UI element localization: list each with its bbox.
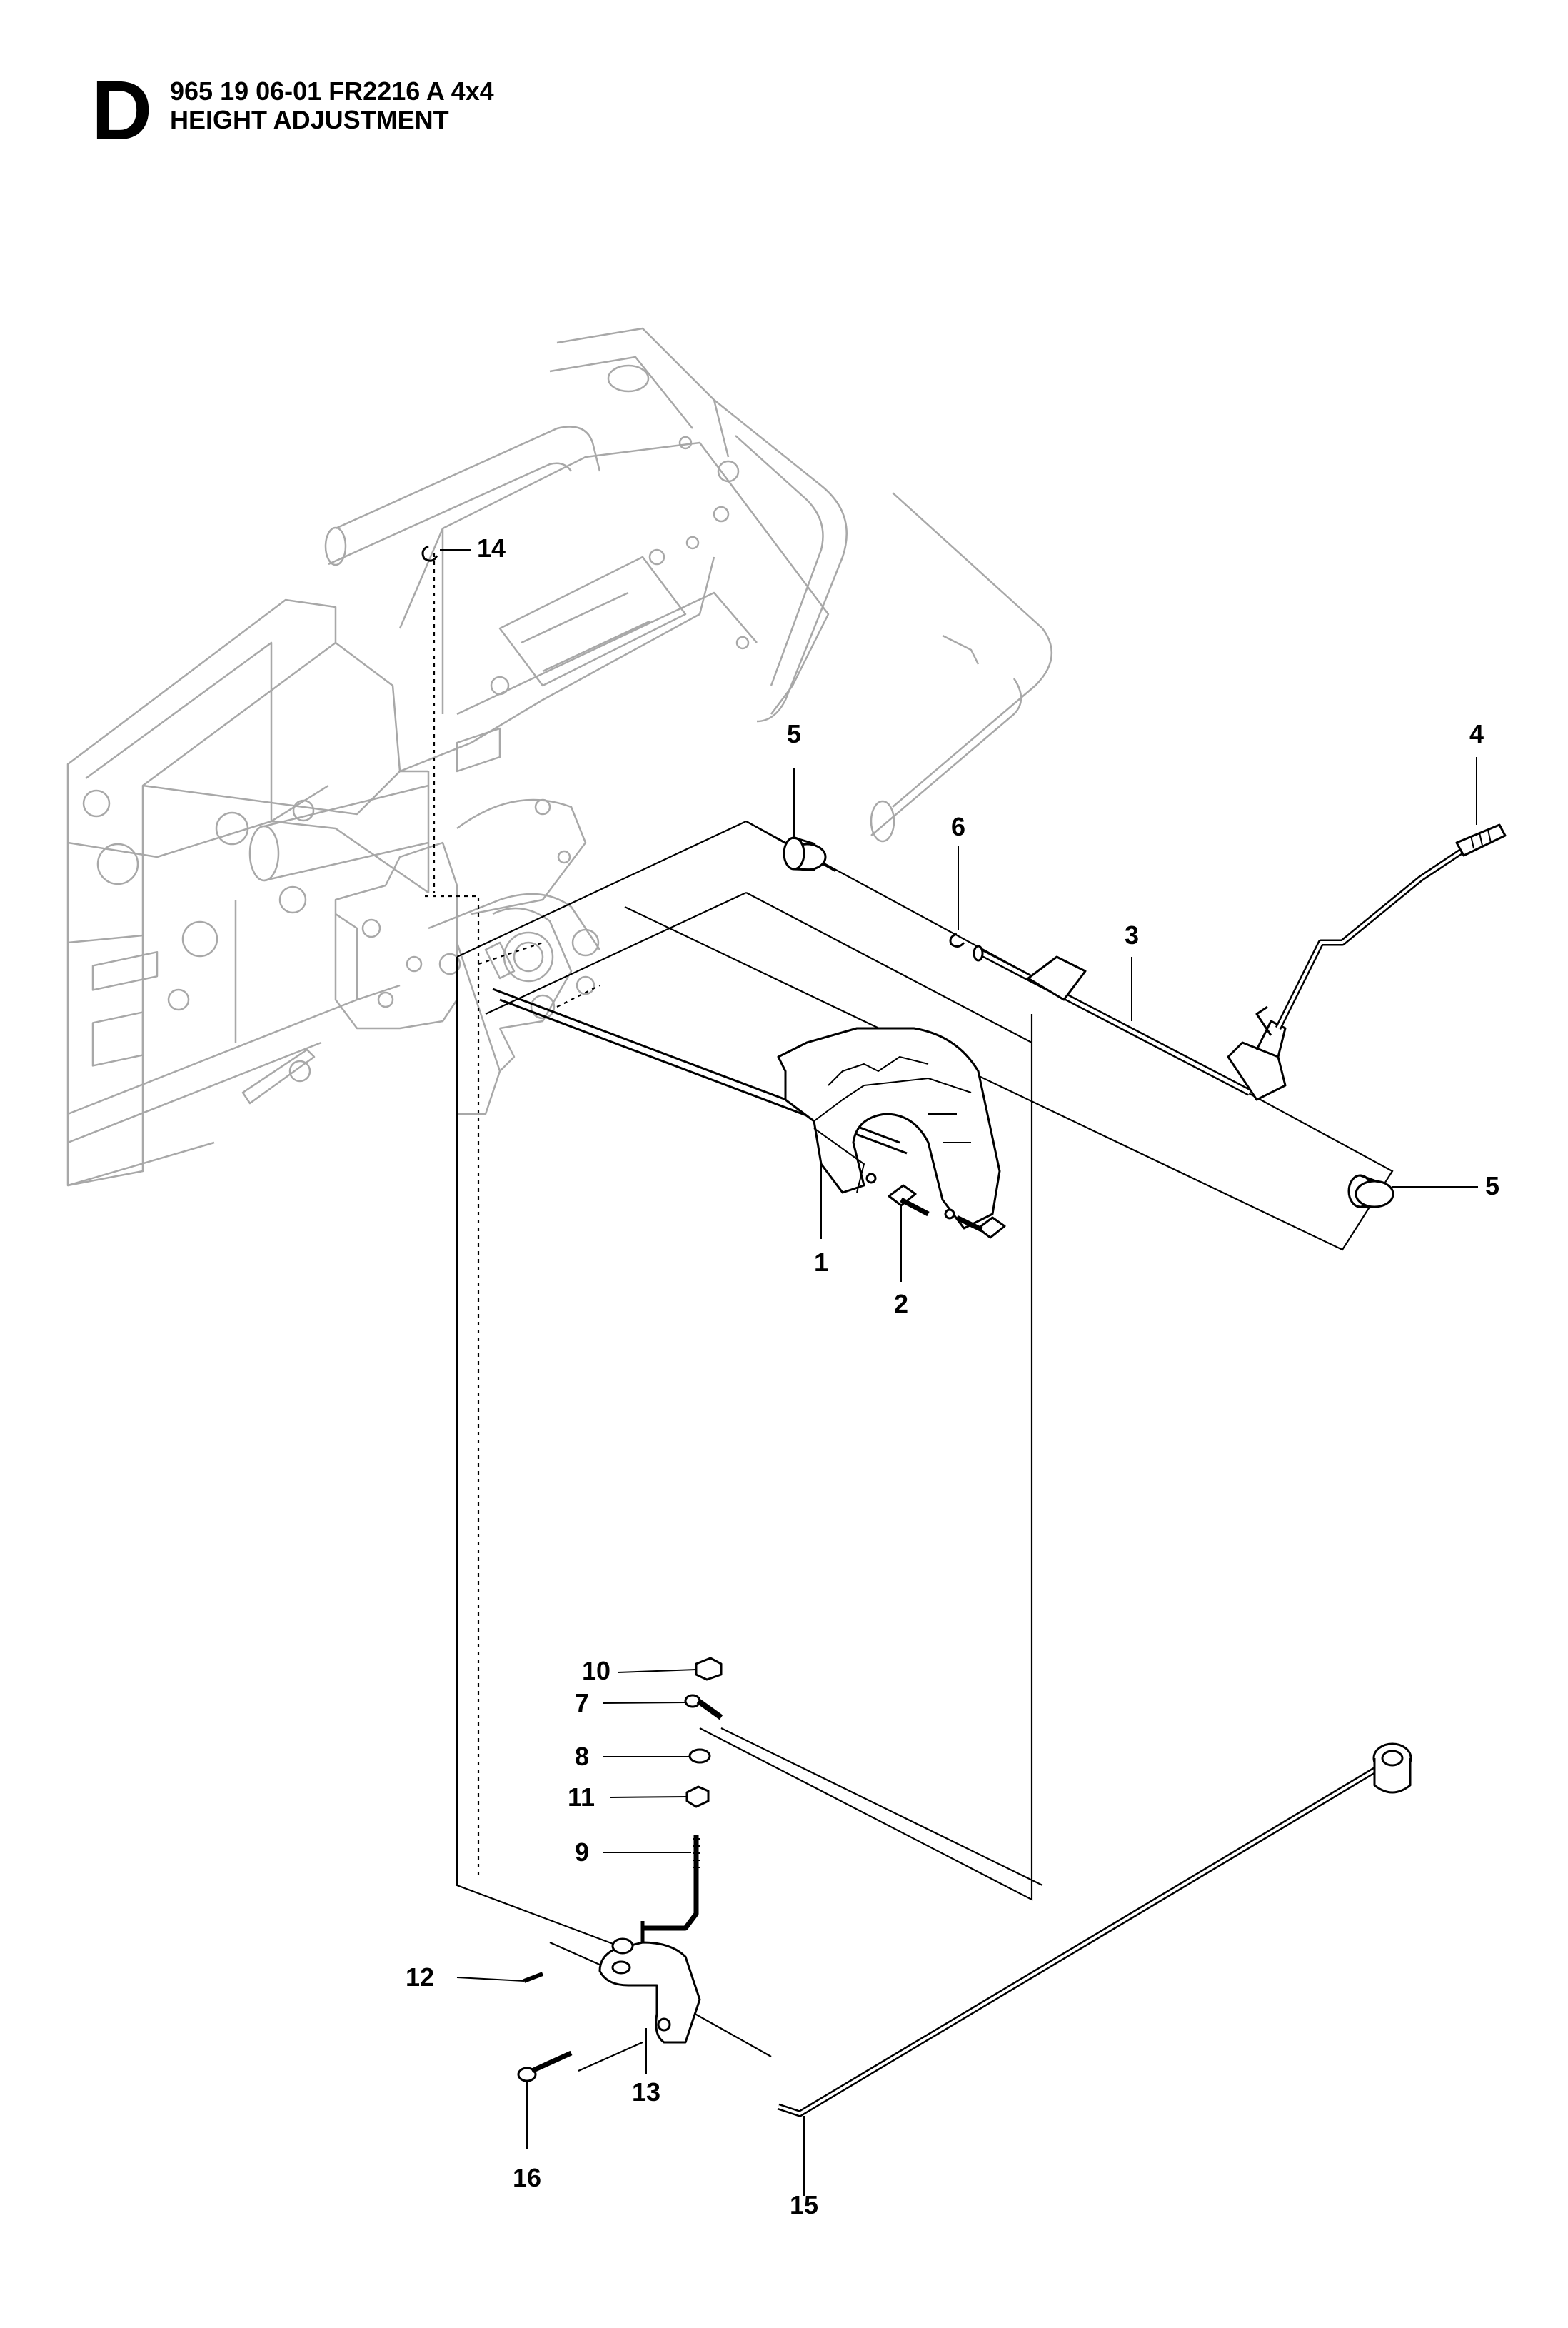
assembly-leader-lines <box>425 553 1394 2072</box>
section-letter: D <box>91 64 153 158</box>
callout-6: 6 <box>951 812 966 841</box>
pin-part-16 <box>517 2050 573 2082</box>
section-title: HEIGHT ADJUSTMENT <box>170 105 449 134</box>
callout-16: 16 <box>513 2163 542 2192</box>
callout-2: 2 <box>894 1289 909 1318</box>
pin-part-8 <box>684 1694 723 1720</box>
nut-part-10 <box>695 1657 723 1681</box>
cotter-pin-part-12 <box>523 1972 544 1983</box>
callout-14: 14 <box>477 533 506 563</box>
bushing-part-5-upper <box>783 836 827 871</box>
callout-13: 13 <box>632 2077 661 2107</box>
callout-1: 1 <box>814 1248 829 1277</box>
callout-12: 12 <box>406 1962 435 1992</box>
shaft-part-3 <box>973 847 1466 1101</box>
grip-part-4 <box>1455 823 1507 857</box>
callout-15: 15 <box>790 2190 819 2219</box>
callout-5-upper: 5 <box>787 719 802 748</box>
callout-4: 4 <box>1469 719 1484 748</box>
callout-8: 7 <box>575 1688 590 1717</box>
rod-part-7 <box>640 1835 700 1942</box>
callout-9: 8 <box>575 1742 590 1771</box>
sector-part-1 <box>777 1027 1001 1230</box>
callout-11: 11 <box>568 1782 595 1812</box>
callout-leaders <box>440 549 1478 2196</box>
model-number: 965 19 06-01 FR2216 A 4x4 <box>170 76 494 106</box>
callout-3: 3 <box>1125 920 1140 950</box>
link-rod-part-15 <box>777 1742 1412 2117</box>
clip-part-6 <box>949 933 965 948</box>
lever-part-13 <box>598 1937 701 2044</box>
callout-7: 9 <box>575 1837 590 1867</box>
nut-part-11 <box>685 1785 710 1808</box>
clip-part-14 <box>421 545 438 562</box>
washer-part-9 <box>688 1748 711 1764</box>
chassis-frame <box>66 327 1053 1187</box>
bushing-part-5-lower <box>1347 1174 1394 1208</box>
bolt-part-2 <box>888 1184 1006 1239</box>
callout-10: 10 <box>582 1656 611 1685</box>
callout-5-lower: 5 <box>1485 1171 1500 1200</box>
parts <box>421 545 1507 2117</box>
